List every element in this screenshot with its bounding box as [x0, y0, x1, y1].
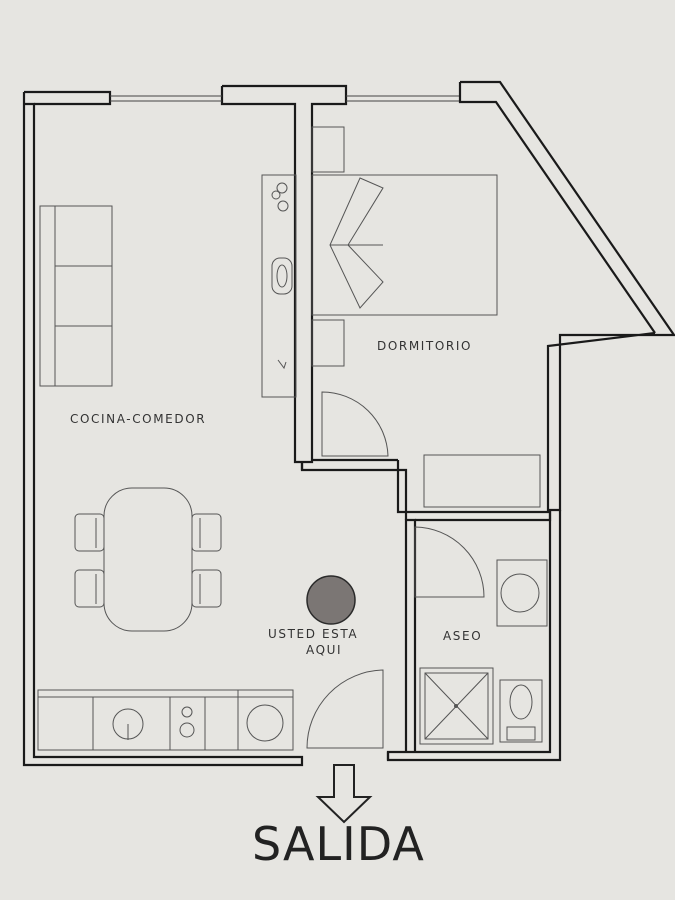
exit-arrow-icon — [315, 764, 373, 824]
bathroom-door — [414, 526, 485, 598]
kitchen-appliances — [37, 689, 294, 751]
sink-icon — [271, 257, 293, 295]
exterior-walls — [22, 80, 675, 767]
you-are-here-marker — [306, 575, 356, 625]
double-bed — [311, 174, 498, 316]
kitchen-counter — [261, 174, 297, 398]
shower-tray — [419, 667, 494, 745]
bed-pillows — [329, 177, 384, 309]
exit-label: SALIDA — [252, 817, 425, 871]
washing-machine-icon — [246, 704, 284, 742]
wardrobe — [423, 454, 541, 508]
room-label-dormitorio: DORMITORIO — [377, 339, 472, 353]
room-label-aseo: ASEO — [443, 629, 482, 643]
toilet — [499, 679, 543, 743]
dining-table — [74, 487, 222, 632]
you-are-here-line1: USTED ESTA — [268, 627, 358, 641]
bedroom-door — [321, 391, 389, 457]
washbasin — [496, 559, 548, 627]
you-are-here-line2: AQUI — [306, 643, 342, 657]
entrance-door — [306, 669, 384, 749]
sofa — [39, 205, 113, 387]
bathroom-fixtures — [414, 526, 548, 745]
room-label-cocina-comedor: COCINA-COMEDOR — [70, 412, 206, 426]
bedroom-furniture — [311, 126, 541, 508]
